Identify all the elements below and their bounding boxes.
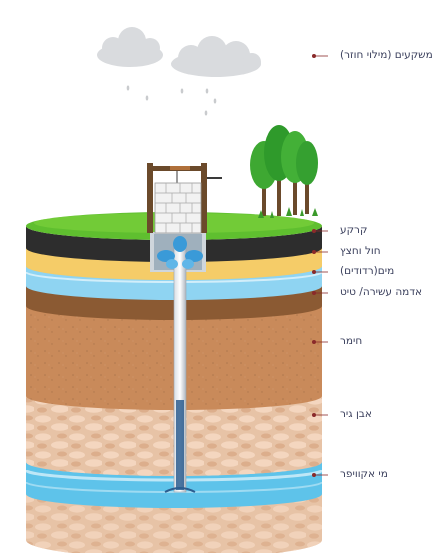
label-rain: משקעים (מילוי חוזר) [340, 49, 433, 61]
label-shallow-water: מים(רדודים) [340, 265, 395, 277]
leader-dot [312, 229, 316, 233]
leader-lines [314, 55, 328, 476]
leader-dot [312, 413, 316, 417]
label-clay: חימר [340, 335, 363, 347]
tree-icon [250, 125, 318, 218]
label-topsoil: קרקע [340, 224, 368, 236]
leader-dot [312, 473, 316, 477]
label-sand-gravel: חול וחצץ [340, 245, 381, 257]
water-splash-icon [157, 236, 203, 269]
leader-dot [312, 270, 316, 274]
label-aquifer: מי אקוויפר [340, 468, 388, 480]
label-limestone: אבן גיר [340, 408, 372, 420]
raindrop-icon [126, 85, 217, 116]
leader-dot [312, 54, 316, 58]
leader-dot [312, 340, 316, 344]
leader-dot [312, 250, 316, 254]
well-icon [147, 163, 222, 234]
label-silt: אדמה עשירה/ טיט [340, 286, 423, 298]
cloud-icon [97, 27, 163, 67]
leader-dot [312, 291, 316, 295]
cloud-icon [171, 36, 261, 77]
